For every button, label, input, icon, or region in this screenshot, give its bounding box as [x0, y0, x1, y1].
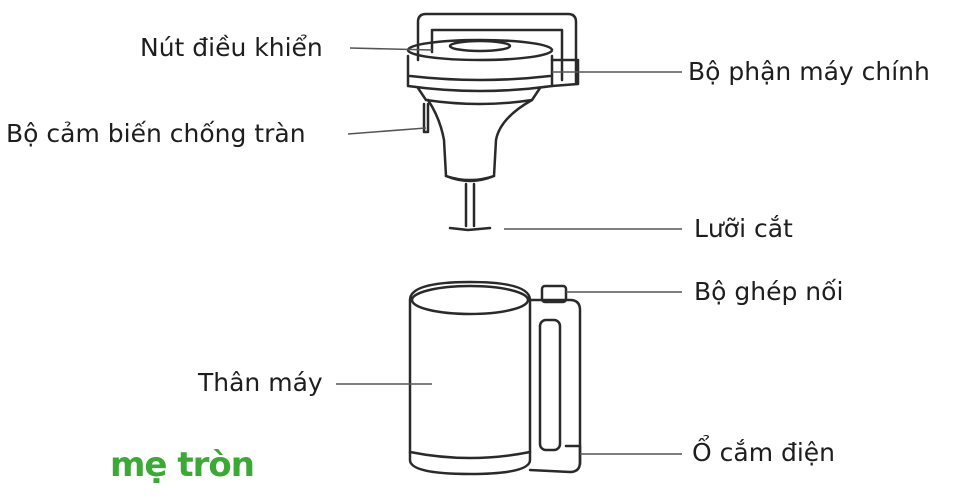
label-coupler: Bộ ghép nối [694, 277, 844, 306]
leader-control-button [349, 47, 433, 51]
handle-inner [430, 28, 564, 82]
label-control-button: Nút điều khiển [140, 33, 323, 62]
label-power-socket: Ổ cắm điện [692, 438, 836, 467]
power-socket [564, 444, 582, 466]
blade [448, 226, 492, 232]
main-unit-band [408, 74, 552, 82]
label-overflow-sensor: Bộ cảm biến chống tràn [6, 119, 306, 148]
brand-logo: mẹ tròn [110, 445, 255, 485]
sensor-probe [422, 102, 430, 134]
coupler [540, 284, 568, 304]
jug-handle-window [538, 318, 562, 452]
label-main-unit: Bộ phận máy chính [688, 57, 930, 86]
leader-overflow-sensor [347, 127, 427, 135]
label-body: Thân máy [198, 368, 323, 397]
main-unit-side [550, 58, 580, 88]
jug-handle [528, 298, 582, 474]
sensor-cone [426, 98, 534, 183]
cone-bottom [444, 174, 496, 182]
jug-body [408, 280, 532, 476]
control-button-top [448, 39, 512, 53]
unit-neck [416, 86, 542, 106]
label-blade: Lưỡi cắt [694, 214, 793, 243]
handle [416, 12, 578, 84]
jug-rim [410, 284, 530, 316]
jug-base-band [408, 450, 532, 460]
